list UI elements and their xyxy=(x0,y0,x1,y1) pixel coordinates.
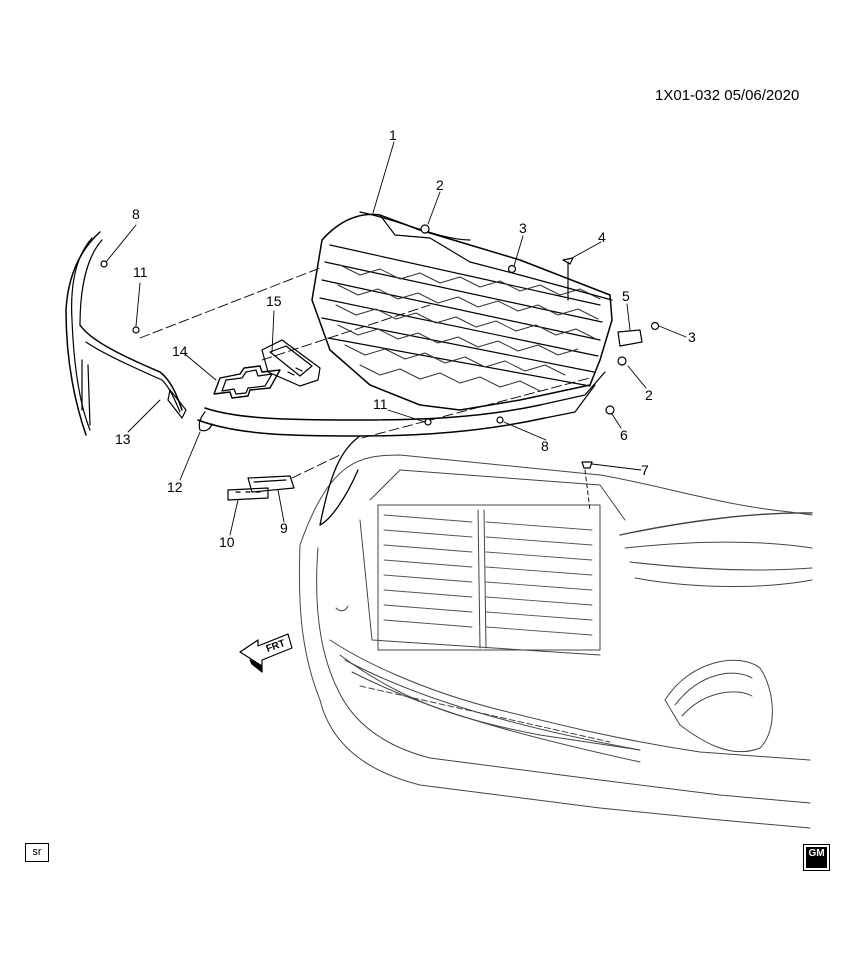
nameplate-badge xyxy=(227,487,269,501)
leader-lines xyxy=(105,141,687,536)
callout-11-upper: 11 xyxy=(133,264,148,280)
section-code-box: sr xyxy=(25,843,49,862)
callout-12: 12 xyxy=(167,479,183,495)
left-chrome-strip xyxy=(65,231,187,436)
gm-logo: GM xyxy=(803,844,830,871)
callout-3: 3 xyxy=(519,220,527,236)
callout-15: 15 xyxy=(266,293,282,309)
emblem-bracket xyxy=(261,339,321,387)
lower-chrome-strip xyxy=(197,371,606,526)
callout-11-lower: 11 xyxy=(373,396,388,412)
fasteners xyxy=(100,224,660,469)
front-direction-arrow xyxy=(239,633,293,673)
callout-8-upper: 8 xyxy=(132,206,140,222)
gm-logo-mark: GM xyxy=(806,847,827,868)
vehicle-front-body xyxy=(298,454,813,829)
callout-10: 10 xyxy=(219,534,235,550)
callout-14: 14 xyxy=(172,343,188,359)
diagram-reference: 1X01-032 05/06/2020 xyxy=(655,87,800,104)
callout-1: 1 xyxy=(389,127,397,143)
callout-9: 9 xyxy=(280,520,288,536)
upper-grille-assembly xyxy=(311,211,613,411)
callout-8-lower: 8 xyxy=(541,438,549,454)
callout-7: 7 xyxy=(641,462,649,478)
emblem-bowtie xyxy=(213,365,281,399)
callout-5: 5 xyxy=(622,288,630,304)
callout-2: 2 xyxy=(436,177,444,193)
callout-3-right: 3 xyxy=(688,329,696,345)
badge-plate xyxy=(247,475,295,493)
callout-2-right: 2 xyxy=(645,387,653,403)
callout-6: 6 xyxy=(620,427,628,443)
callout-13: 13 xyxy=(115,431,131,447)
callout-4: 4 xyxy=(598,229,606,245)
